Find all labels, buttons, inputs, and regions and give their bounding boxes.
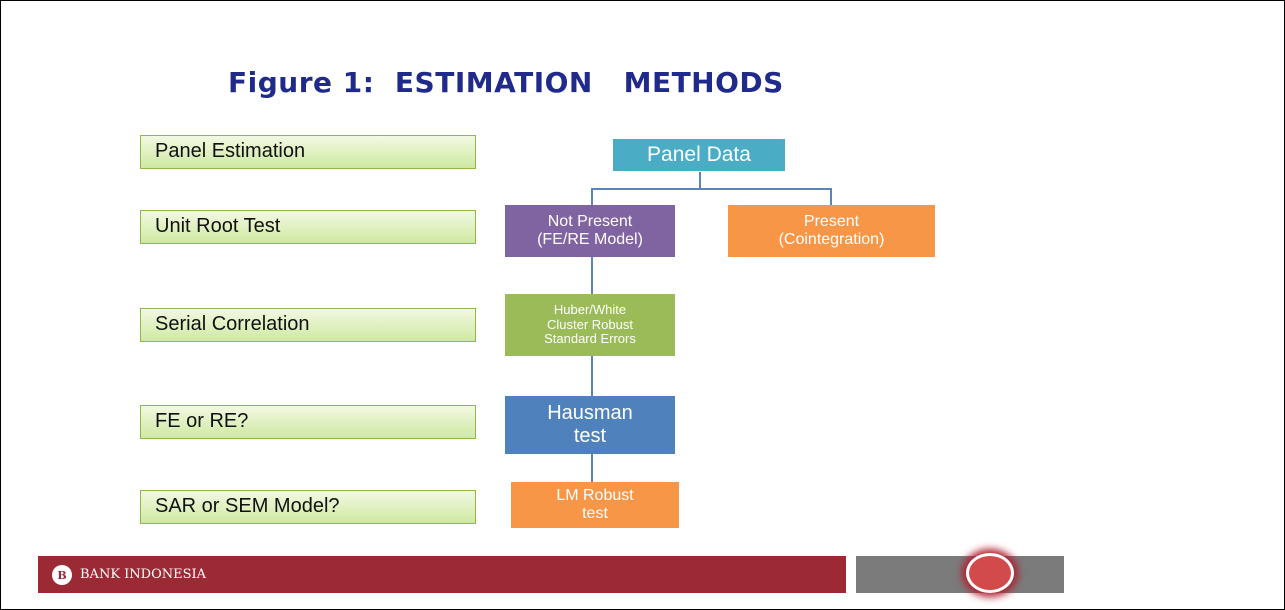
node-lm-line1: LM Robust (556, 486, 634, 504)
bank-indonesia-logo-icon: B (52, 565, 72, 585)
node-not-present-line1: Not Present (547, 212, 633, 230)
footer-bar (38, 556, 846, 593)
node-hausman-line2: test (573, 425, 607, 447)
connector-to-present (830, 188, 832, 206)
node-huber-white: Huber/White Cluster Robust Standard Erro… (505, 294, 675, 356)
node-present-line1: Present (803, 212, 860, 230)
node-panel-data: Panel Data (612, 138, 786, 172)
node-panel-data-label: Panel Data (647, 142, 751, 166)
node-hausman-test: Hausman test (505, 396, 675, 454)
node-not-present-line2: (FE/RE Model) (537, 231, 643, 248)
label-panel-estimation: Panel Estimation (140, 135, 476, 169)
node-lm-line2: test (582, 505, 608, 522)
node-lm-robust-test: LM Robust test (511, 482, 679, 528)
node-huber-line1: Huber/White (553, 301, 627, 317)
record-circle-icon[interactable] (966, 553, 1014, 593)
connector-to-lm (591, 454, 593, 482)
connector-horizontal (591, 188, 832, 190)
footer-gray-panel (856, 556, 1064, 593)
label-unit-root-test: Unit Root Test (140, 210, 476, 244)
connector-panel-down (699, 172, 701, 189)
connector-to-not-present (591, 188, 593, 206)
connector-to-huber (591, 256, 593, 294)
label-serial-correlation: Serial Correlation (140, 308, 476, 342)
node-hausman-line1: Hausman (547, 402, 633, 424)
label-fe-or-re: FE or RE? (140, 405, 476, 439)
node-present-line2: (Cointegration) (778, 231, 885, 248)
node-present: Present (Cointegration) (728, 205, 935, 257)
label-sar-or-sem: SAR or SEM Model? (140, 490, 476, 524)
node-huber-line3: Standard Errors (544, 331, 636, 347)
figure-title: Figure 1: ESTIMATION METHODS (228, 66, 784, 99)
bank-indonesia-logo-text: BANK INDONESIA (80, 567, 207, 582)
node-huber-line2: Cluster Robust (547, 316, 633, 332)
node-not-present: Not Present (FE/RE Model) (505, 205, 675, 257)
connector-to-hausman (591, 356, 593, 396)
